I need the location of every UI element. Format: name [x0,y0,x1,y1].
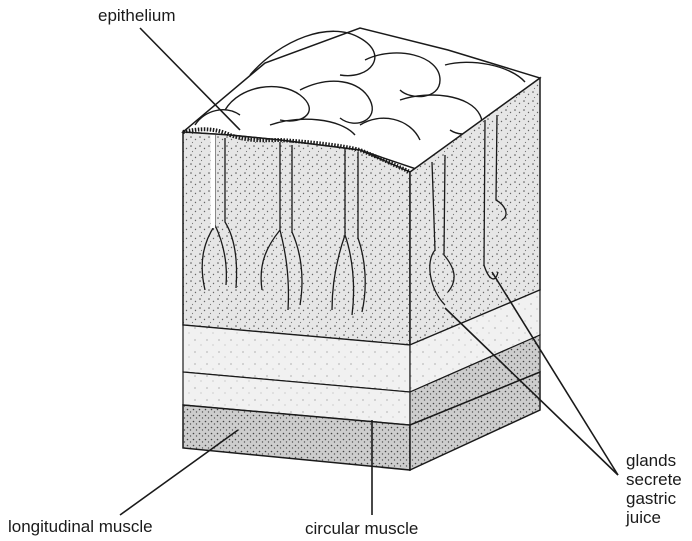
label-glands-line-1: glands [626,451,692,470]
label-circular-muscle: circular muscle [305,519,418,538]
longitudinal-muscle-leader [120,430,238,515]
label-glands-secrete-gastric-juice: glands secrete gastric juice [626,451,692,527]
mucosa-layer [183,132,410,345]
label-glands-line-2: secrete [626,470,692,489]
epithelium-leader [140,28,240,130]
label-glands-line-4: juice [626,508,692,527]
label-glands-line-3: gastric [626,489,692,508]
label-longitudinal-muscle: longitudinal muscle [8,517,153,536]
label-epithelium: epithelium [98,6,176,25]
